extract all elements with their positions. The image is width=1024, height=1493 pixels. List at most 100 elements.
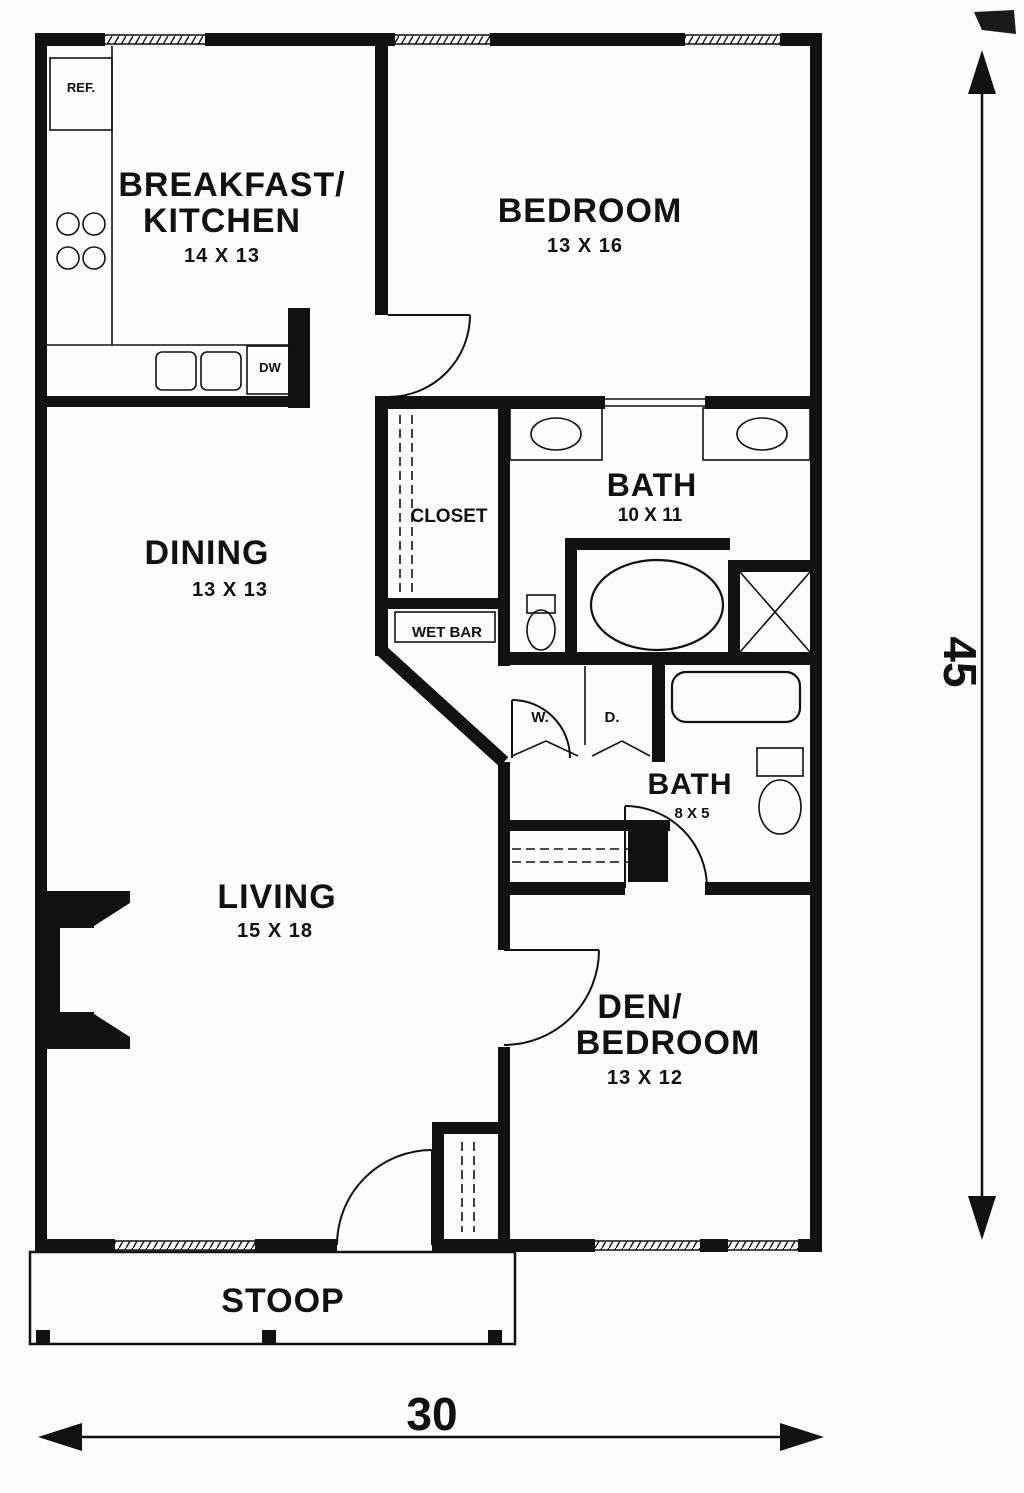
- shower-wall-left: [728, 560, 740, 658]
- wall-closet-east: [498, 396, 510, 666]
- label-bedroom: BEDROOM: [498, 192, 683, 230]
- cooktop-burner: [82, 212, 106, 236]
- arrow-left-icon: [38, 1423, 82, 1451]
- tub-platform-top: [565, 538, 730, 550]
- arrow-right-icon: [780, 1423, 824, 1451]
- wall-den-closet: [498, 820, 670, 831]
- window-den-1: [595, 1239, 700, 1252]
- stoop-post: [488, 1330, 502, 1344]
- sink-right: [736, 417, 788, 451]
- label-dryer: D.: [605, 709, 620, 726]
- bifold-dryer: [591, 740, 651, 757]
- bifold-washer: [511, 740, 579, 757]
- utility-fixtures: [394, 415, 651, 1232]
- cooktop-burner: [56, 212, 80, 236]
- wall-kitchen-bedroom: [375, 33, 388, 315]
- stoop: [28, 1250, 517, 1346]
- window-bedroom-1: [395, 33, 490, 46]
- door-bedroom: [387, 314, 471, 398]
- overall-width-label: 30: [406, 1388, 457, 1440]
- opening-bath1-passage: [605, 396, 705, 409]
- label-kitchen-line2: KITCHEN: [143, 202, 301, 240]
- cooktop-burner: [82, 246, 106, 270]
- label-refrigerator: REF.: [67, 80, 95, 95]
- toilet-tank: [526, 594, 556, 614]
- stoop-post: [262, 1330, 276, 1344]
- window-kitchen: [105, 33, 205, 46]
- bath1-fixtures: [509, 407, 811, 660]
- kitchen-sink-left: [155, 351, 197, 391]
- tub-platform-left: [565, 538, 577, 660]
- dims-dining: 13 X 13: [192, 579, 268, 601]
- door-hall: [511, 699, 571, 759]
- toilet2-tank: [756, 747, 804, 777]
- window-living: [115, 1239, 255, 1252]
- wall-kitchen-counter-base: [47, 396, 288, 407]
- garden-tub: [589, 558, 725, 652]
- dims-bath1: 10 X 11: [618, 505, 683, 526]
- label-dining: DINING: [145, 534, 270, 572]
- dishwasher-box: [246, 345, 295, 395]
- wall-wd-bath2: [652, 665, 665, 762]
- label-washer: W.: [531, 709, 549, 726]
- fireplace: [47, 891, 130, 1049]
- firebox: [60, 928, 94, 1012]
- wall-closet-south: [375, 598, 510, 609]
- toilet2-bowl: [758, 779, 802, 835]
- cooktop-burner: [56, 246, 80, 270]
- wet-bar-counter: [394, 611, 496, 643]
- label-kitchen-line1: BREAKFAST/: [118, 166, 345, 204]
- shower-x: [739, 571, 811, 653]
- dims-bath2: 8 X 5: [674, 805, 709, 822]
- opening-den-door: [498, 950, 510, 1047]
- refrigerator: [49, 57, 113, 131]
- toilet-bowl: [526, 609, 556, 651]
- arrow-down-icon: [968, 1196, 996, 1240]
- dims-den: 13 X 12: [607, 1067, 683, 1089]
- label-closet: CLOSET: [410, 506, 487, 527]
- window-bedroom-2: [685, 33, 780, 46]
- interior-walls: [47, 33, 822, 1240]
- wall-bath1-south: [498, 652, 822, 665]
- label-wet-bar: WET BAR: [412, 624, 482, 641]
- label-den-line2: BEDROOM: [576, 1024, 761, 1062]
- dimension-bottom: 30: [38, 1388, 824, 1451]
- label-den-line1: DEN/: [597, 988, 682, 1026]
- arrow-up-icon: [968, 50, 996, 94]
- vanity-right: [702, 407, 811, 461]
- room-labels: BREAKFAST/ KITCHEN 14 X 13 BEDROOM 13 X …: [67, 80, 761, 1320]
- label-bath1: BATH: [607, 467, 698, 503]
- wall-bedroom-south: [375, 396, 822, 409]
- wall-kitchen-stub: [288, 308, 310, 408]
- overall-depth-label: 45: [934, 636, 986, 687]
- sink-left: [530, 417, 582, 451]
- doors: [336, 314, 708, 1246]
- door-front: [336, 1149, 433, 1246]
- door-den: [503, 949, 600, 1046]
- windows: [105, 33, 798, 1252]
- window-den-2: [728, 1239, 798, 1252]
- label-stoop: STOOP: [221, 1282, 344, 1320]
- wall-chase: [628, 831, 668, 882]
- wall-closet-west: [375, 396, 388, 656]
- opening-bath2-door: [625, 882, 705, 895]
- bath2-fixtures: [670, 670, 804, 835]
- wall-entry-closet-top: [432, 1122, 510, 1134]
- label-bath2: BATH: [647, 768, 732, 801]
- shower-wall-top: [728, 560, 810, 572]
- stoop-post: [36, 1330, 50, 1344]
- vanity-left: [509, 407, 603, 461]
- kitchen-sink-right: [200, 351, 242, 391]
- opening-front-door: [337, 1239, 432, 1252]
- kitchen-fixtures: [47, 46, 295, 395]
- door-bath2: [624, 805, 708, 889]
- opening-bedroom-door: [375, 315, 388, 396]
- label-living: LIVING: [217, 878, 336, 916]
- wall-diagonal: [376, 645, 509, 767]
- bathtub: [670, 670, 802, 724]
- dims-bedroom: 13 X 16: [547, 235, 623, 257]
- wall-entry-closet-left: [432, 1134, 444, 1240]
- dims-kitchen: 14 X 13: [184, 245, 260, 267]
- dims-living: 15 X 18: [237, 920, 313, 942]
